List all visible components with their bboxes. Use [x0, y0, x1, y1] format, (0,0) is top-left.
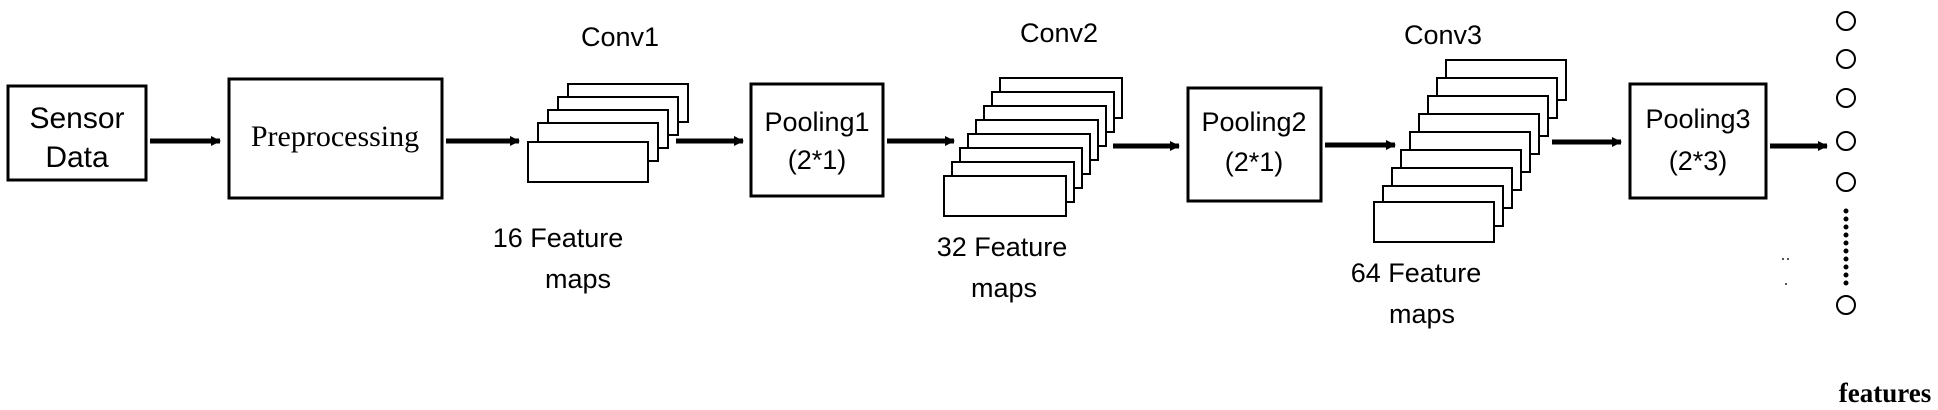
stray-marks — [1782, 258, 1789, 285]
conv2-stack: Conv2 32 Feature maps — [937, 18, 1123, 303]
conv1-title: Conv1 — [581, 22, 659, 52]
pooling1-label: Pooling1 — [764, 107, 869, 137]
conv2-caption-line1: 32 Feature — [937, 232, 1068, 262]
output-node — [1836, 131, 1856, 151]
pooling3-node: Pooling3 (2*3) — [1628, 82, 1768, 200]
sensor-data-label-line1: Sensor — [29, 102, 124, 135]
flow-arrows — [150, 136, 1828, 151]
conv2-feature-maps — [943, 77, 1123, 217]
features-label: features — [1839, 378, 1931, 408]
pooling2-label: Pooling2 — [1201, 107, 1306, 137]
preprocessing-node: Preprocessing — [227, 77, 444, 200]
pooling2-node: Pooling2 (2*1) — [1186, 86, 1323, 203]
conv1-stack: Conv1 16 Feature maps — [493, 22, 689, 294]
conv3-feature-maps — [1373, 59, 1567, 243]
output-node — [1836, 295, 1856, 315]
pooling3-label: Pooling3 — [1645, 104, 1750, 134]
output-feature-nodes — [1836, 11, 1856, 315]
output-ellipsis-dots — [1843, 208, 1849, 286]
output-node — [1836, 11, 1856, 31]
pooling1-size: (2*1) — [788, 145, 847, 175]
conv3-caption-line2: maps — [1389, 299, 1455, 329]
conv2-title: Conv2 — [1020, 18, 1098, 48]
pooling2-size: (2*1) — [1225, 147, 1284, 177]
conv3-title: Conv3 — [1404, 20, 1482, 50]
sensor-data-label-line2: Data — [45, 141, 109, 174]
conv3-stack: Conv3 64 Feature maps — [1351, 20, 1567, 329]
output-node — [1836, 172, 1856, 192]
pooling3-size: (2*3) — [1669, 146, 1728, 176]
conv1-caption-line1: 16 Feature — [493, 223, 624, 253]
sensor-data-node: Sensor Data — [6, 84, 148, 182]
conv3-caption-line1: 64 Feature — [1351, 258, 1482, 288]
preprocessing-label: Preprocessing — [251, 120, 419, 153]
conv1-feature-maps — [527, 83, 689, 183]
output-node — [1836, 49, 1856, 69]
output-node — [1836, 88, 1856, 108]
conv1-caption-line2: maps — [545, 264, 611, 294]
conv2-caption-line2: maps — [971, 273, 1037, 303]
pooling1-node: Pooling1 (2*1) — [749, 82, 885, 198]
